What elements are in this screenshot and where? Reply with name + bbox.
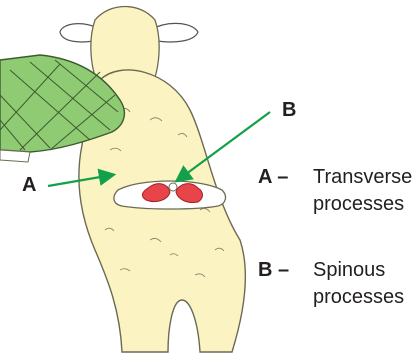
legend-item-transverse: A – Transverse processes: [258, 164, 420, 224]
spinal-cord: [169, 183, 177, 191]
legend-key-a: A –: [258, 164, 288, 191]
legend-text-spinous: Spinous processes: [313, 257, 420, 311]
legend-item-spinous: B – Spinous processes: [258, 257, 420, 317]
hand-cuff: [0, 150, 30, 162]
legend-key-b: B –: [258, 257, 289, 284]
label-a: A: [22, 175, 36, 195]
label-b: B: [282, 100, 296, 120]
legend-text-transverse: Transverse processes: [313, 164, 420, 218]
